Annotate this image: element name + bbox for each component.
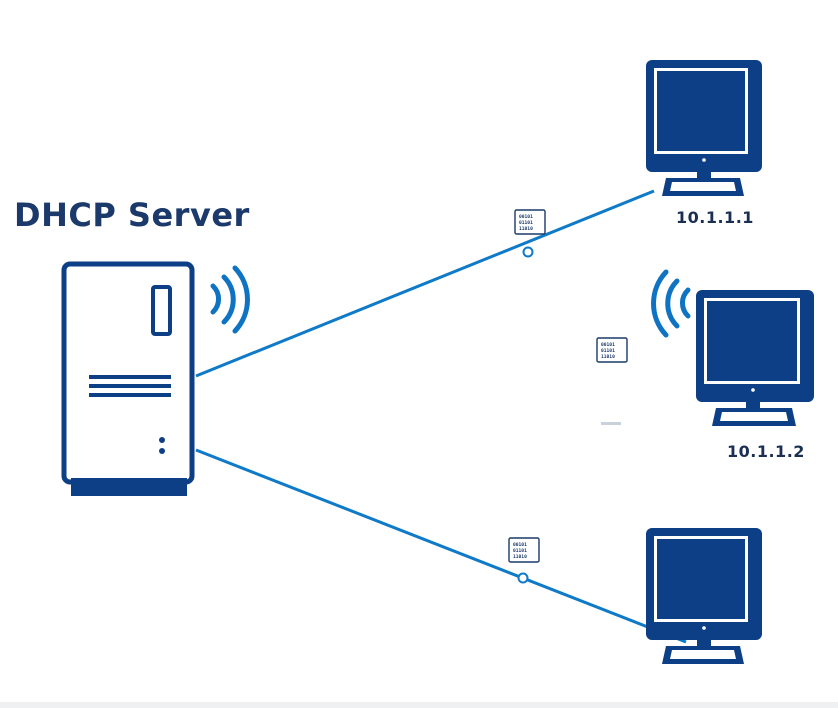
bottom-edge-strip (0, 702, 838, 708)
server-icon (61, 261, 195, 496)
client-1-ip-label: 10.1.1.1 (676, 208, 754, 227)
monitor-icon (696, 290, 814, 426)
packet-bits-line: 01101 (601, 348, 615, 354)
packet-bits-line: 00101 (601, 342, 615, 348)
link-line-client-1 (195, 189, 655, 378)
packet-bits-line: 11010 (519, 226, 533, 232)
data-packet-icon: 00101 01101 11010 (596, 337, 628, 363)
packet-bits-line: 11010 (513, 554, 527, 560)
faded-link-dash (601, 422, 621, 425)
monitor-icon (646, 60, 762, 196)
data-packet-icon: 00101 01101 11010 (514, 209, 546, 235)
packet-bits-line: 01101 (513, 548, 527, 554)
link-node-dot (517, 572, 529, 584)
wifi-signal-icon (651, 269, 691, 338)
packet-bits-line: 00101 (513, 542, 527, 548)
wifi-signal-icon (210, 265, 250, 334)
diagram-title: DHCP Server (14, 196, 250, 234)
data-packet-icon: 00101 01101 11010 (508, 537, 540, 563)
link-line-client-3 (195, 448, 687, 644)
client-2-ip-label: 10.1.1.2 (727, 442, 805, 461)
packet-bits-line: 00101 (519, 214, 533, 220)
link-node-dot (522, 246, 534, 258)
monitor-icon (646, 528, 762, 664)
packet-bits-line: 11010 (601, 354, 615, 360)
packet-bits-line: 01101 (519, 220, 533, 226)
